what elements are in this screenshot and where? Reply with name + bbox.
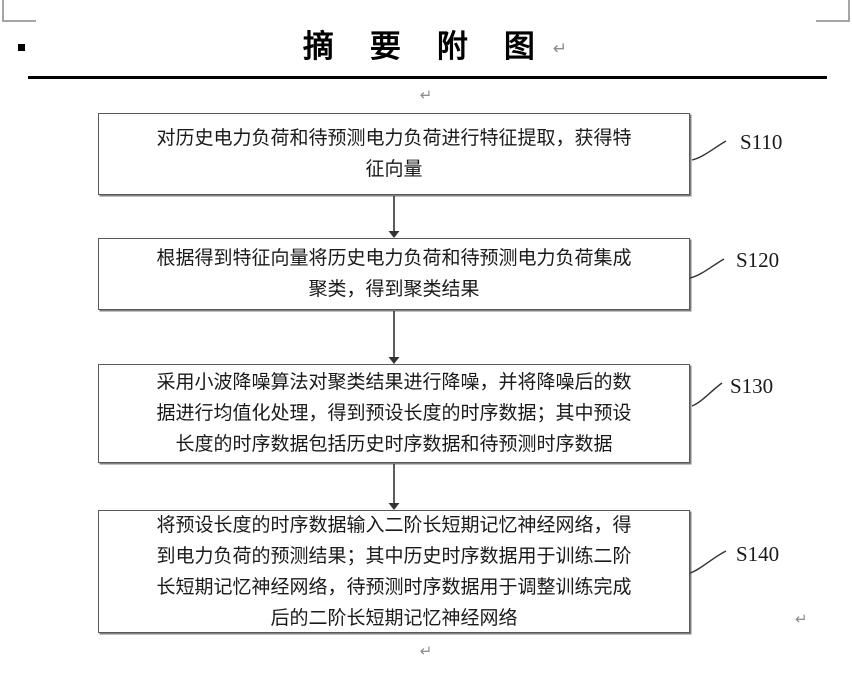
pilcrow-icon-right: ↵ [795,610,808,628]
arrow-s120-to-s130 [388,311,400,364]
step-label-s120: S120 [736,248,780,272]
flow-box-s130: 采用小波降噪算法对聚类结果进行降噪，并将降噪后的数 据进行均值化处理，得到预设长… [98,364,690,463]
flow-box-s130-text: 采用小波降噪算法对聚类结果进行降噪，并将降噪后的数 据进行均值化处理，得到预设长… [156,372,632,455]
pilcrow-icon-after-rule: ↵ [419,86,433,104]
step-label-s130: S130 [730,374,774,398]
title-char-3: 附 [436,29,468,65]
header-divider [28,76,827,79]
page-corner-mark-top-right [816,0,850,22]
bullet-square-marker [18,44,25,51]
title-char-4: 图 [503,29,535,65]
pilcrow-icon-bottom: ↵ [419,642,433,660]
page-title: 摘要附图 ↵ [0,27,852,69]
flow-box-s110-text: 对历史电力负荷和待预测电力负荷进行特征提取，获得特 征向量 [156,128,632,180]
flow-box-s120: 根据得到特征向量将历史电力负荷和待预测电力负荷集成 聚类，得到聚类结果 [98,238,690,310]
leader-line-s130 [691,382,723,407]
leader-line-s120 [689,258,725,279]
flow-box-s120-text: 根据得到特征向量将历史电力负荷和待预测电力负荷集成 聚类，得到聚类结果 [156,248,632,300]
flow-box-s140-text: 将预设长度的时序数据输入二阶长短期记忆神经网络，得 到电力负荷的预测结果；其中历… [156,514,632,629]
step-label-s140: S140 [736,542,780,566]
step-label-s110: S110 [740,130,783,154]
title-char-2: 要 [369,29,401,65]
leader-line-s110 [691,140,727,161]
arrow-s110-to-s120 [388,196,400,238]
arrow-s130-to-s140 [388,464,400,510]
leader-line-s140 [689,550,727,574]
title-char-1: 摘 [302,29,334,65]
page-corner-mark-top-left [2,0,36,22]
flow-box-s110: 对历史电力负荷和待预测电力负荷进行特征提取，获得特 征向量 [98,113,690,195]
pilcrow-icon-title: ↵ [552,39,568,59]
flow-box-s140: 将预设长度的时序数据输入二阶长短期记忆神经网络，得 到电力负荷的预测结果；其中历… [98,510,690,633]
